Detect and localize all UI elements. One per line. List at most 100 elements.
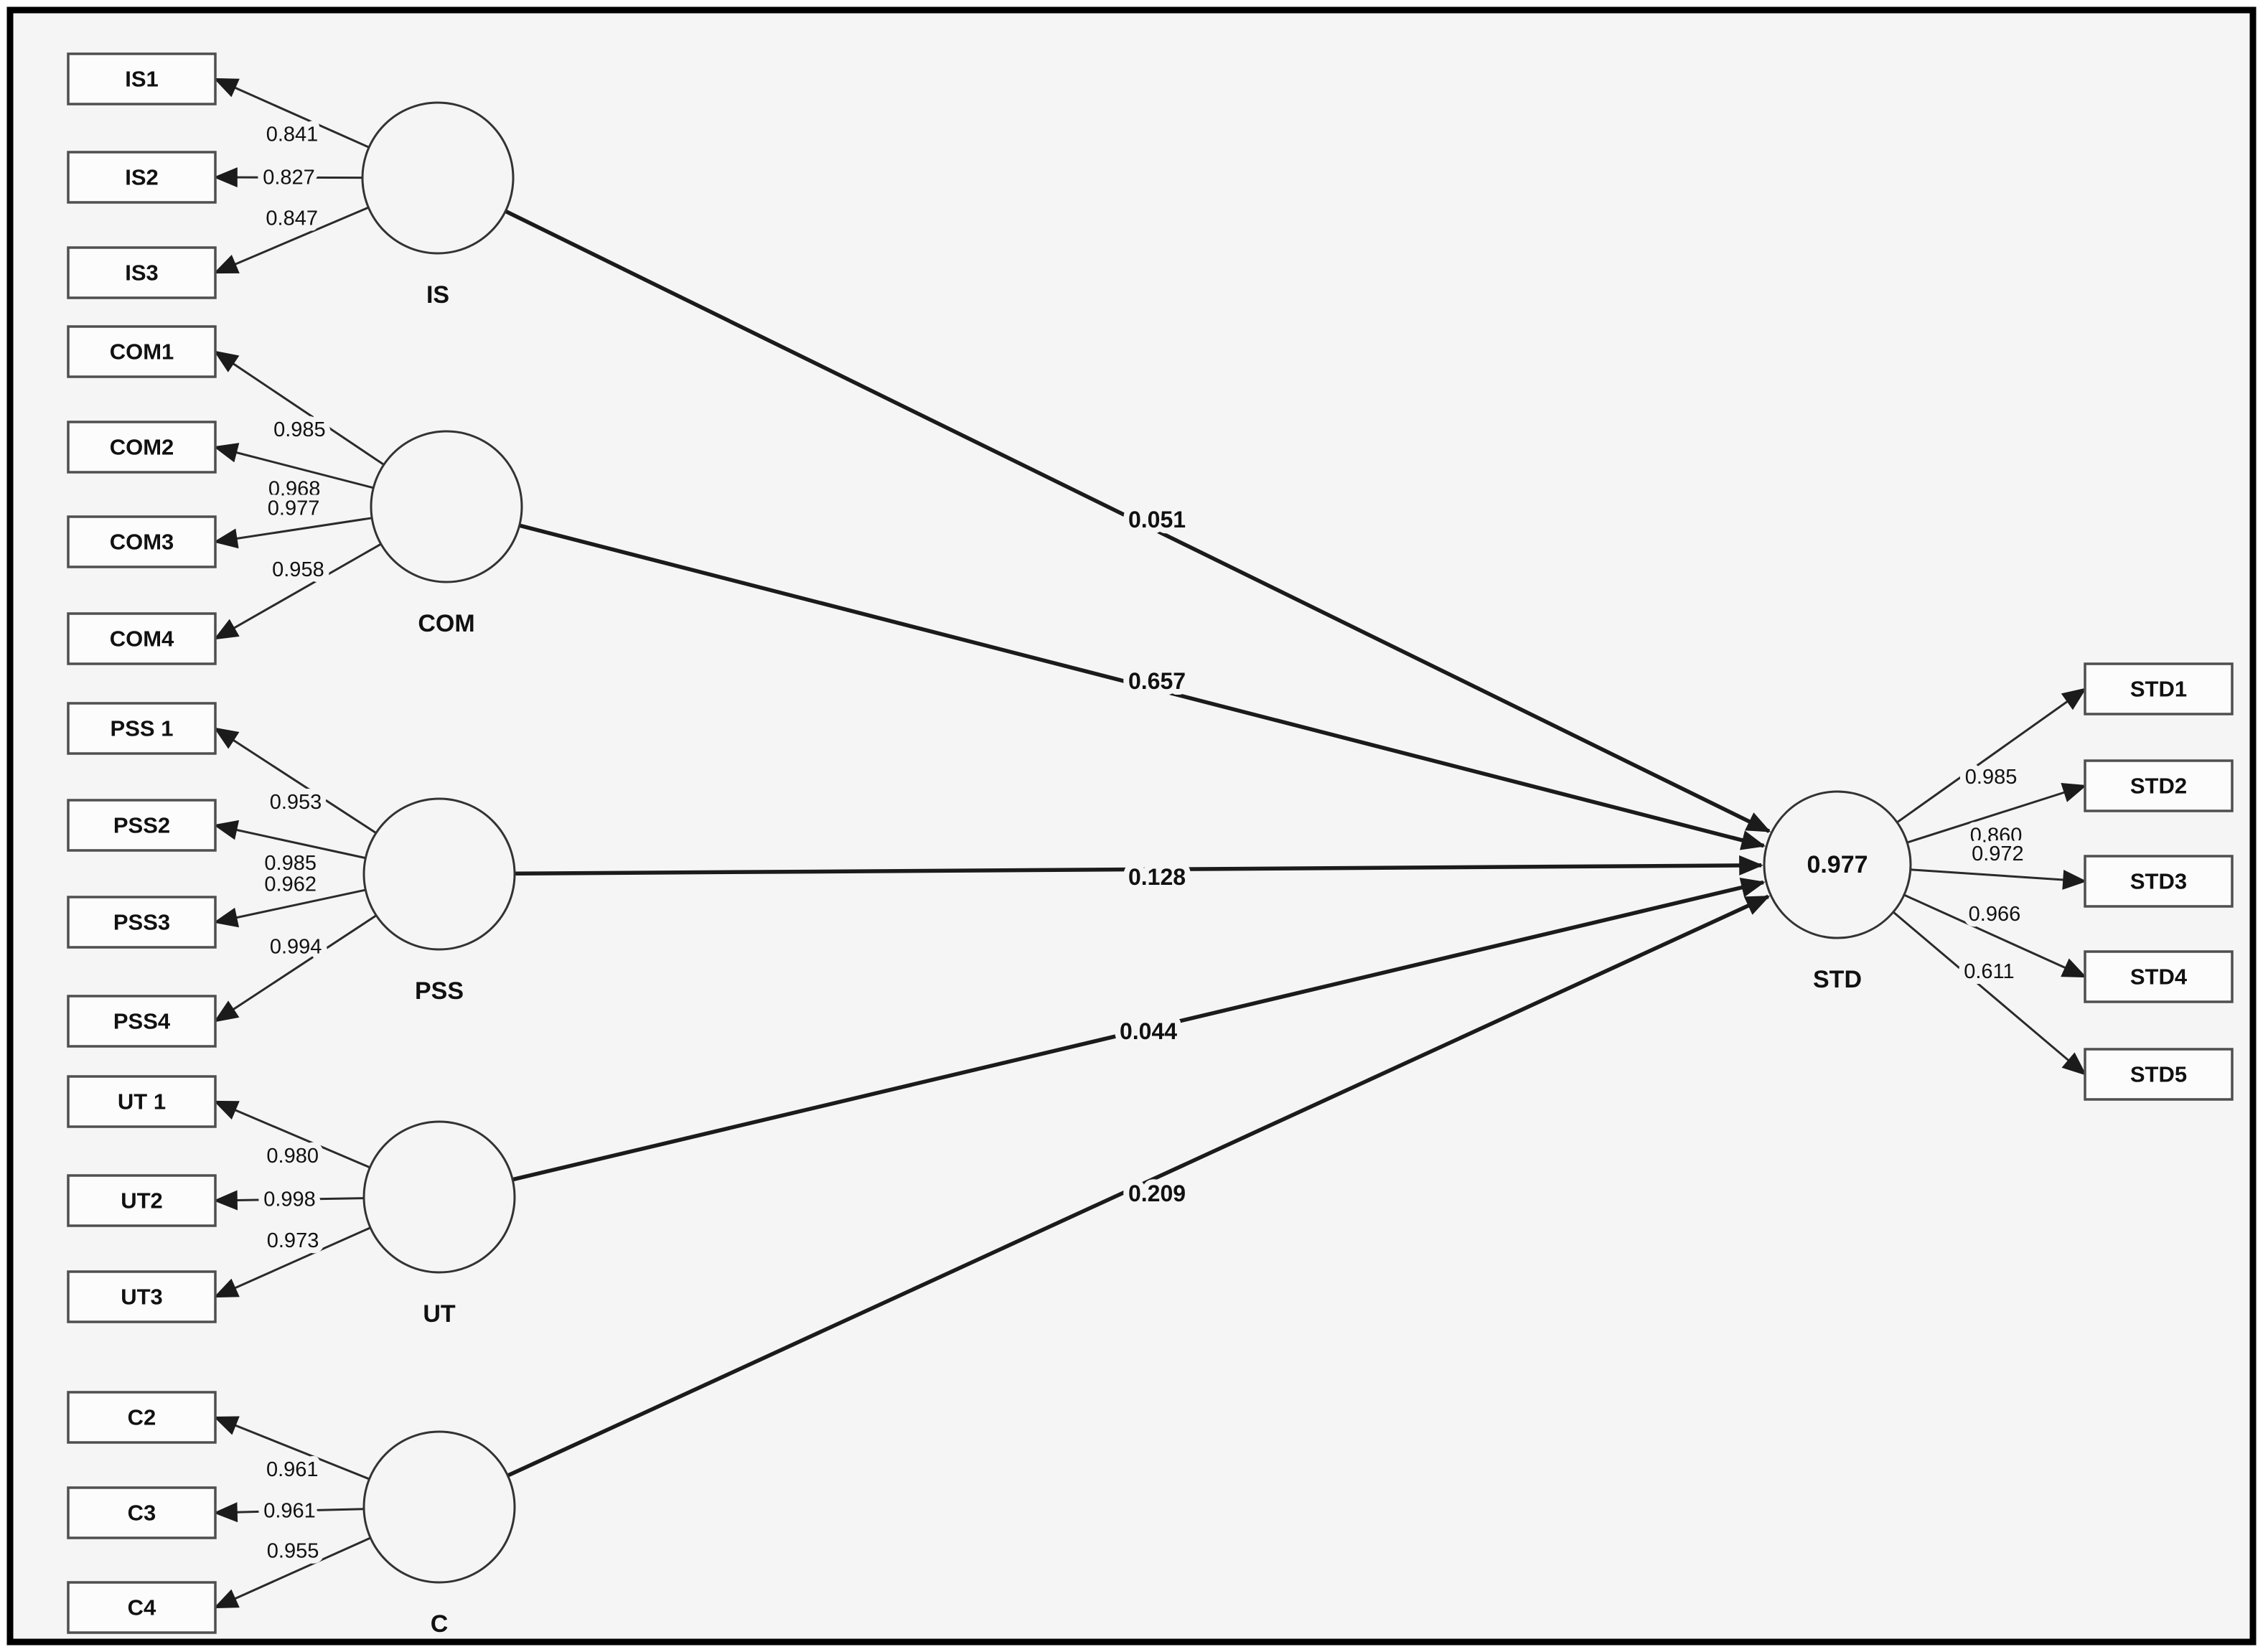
nodes-layer: [67, 52, 2234, 1634]
indicator-PSS4-label: PSS4: [113, 1009, 171, 1034]
indicator-C2-box: [67, 1391, 217, 1444]
loading-UT1: 0.980: [266, 1145, 319, 1168]
loading-STD3: 0.972: [1972, 843, 2024, 865]
coef-PSS-STD: 0.128: [1128, 864, 1186, 890]
indicator-STD4-box: [2084, 950, 2234, 1003]
path-PSS-STD: [514, 855, 1763, 876]
arrow-PSS-PSS4: [213, 914, 378, 1023]
indicator-UT1-box: [67, 1075, 217, 1128]
loading-STD5: 0.611: [1964, 960, 2014, 983]
indicator-COM1-box: [67, 325, 217, 378]
arrow-STD-STD5: [1892, 911, 2087, 1076]
arrow-COM-COM4: [213, 543, 382, 640]
loading-STD1: 0.985: [1965, 766, 2018, 789]
indicator-C2-label: C2: [128, 1405, 156, 1430]
arrow-COM-COM1: [213, 350, 385, 466]
indicator-C4-box: [67, 1581, 217, 1634]
indicator-UT2-label: UT2: [121, 1188, 163, 1214]
latent-PSS-circle: [362, 797, 516, 951]
indicator-STD3-label: STD3: [2130, 869, 2187, 894]
indicator-STD4-label: STD4: [2130, 965, 2188, 990]
indicator-COM2-box: [67, 421, 217, 474]
path-COM-STD: [518, 523, 1766, 850]
loading-IS2: 0.827: [263, 166, 315, 189]
indicator-IS1-label: IS1: [125, 67, 159, 92]
arrow-STD-STD3: [1910, 868, 2087, 890]
loading-PSS4: 0.994: [270, 935, 322, 958]
arrow-C-C4: [213, 1536, 371, 1609]
loading-COM4: 0.958: [272, 558, 324, 581]
arrow-C-C3: [213, 1502, 365, 1523]
arrow-COM-COM2: [213, 443, 374, 489]
arrow-COM-COM3: [213, 517, 373, 549]
arrow-PSS-PSS1: [213, 727, 377, 834]
arrow-PSS-PSS2: [213, 820, 366, 860]
loading-PSS1: 0.953: [270, 791, 322, 814]
latent-IS-circle: [361, 101, 515, 255]
path-C-STD: [507, 894, 1771, 1478]
arrow-IS-IS1: [213, 78, 370, 149]
indicator-IS1-box: [67, 52, 217, 105]
indicator-UT1-label: UT 1: [118, 1089, 166, 1114]
edges-layer: [213, 78, 2087, 1609]
indicator-COM3-label: COM3: [110, 530, 174, 555]
arrow-STD-STD1: [1896, 687, 2087, 824]
arrow-UT-UT2: [213, 1190, 365, 1211]
diagram-frame: [6, 6, 2257, 1646]
indicator-IS2-label: IS2: [125, 165, 159, 190]
indicator-IS3-label: IS3: [125, 261, 159, 286]
indicator-PSS4-box: [67, 995, 217, 1048]
loading-PSS2: 0.985: [264, 852, 317, 875]
indicator-PSS3-box: [67, 896, 217, 949]
indicator-PSS2-label: PSS2: [113, 813, 170, 838]
latent-PSS-label: PSS: [415, 977, 464, 1005]
path-UT-STD: [512, 878, 1766, 1182]
loading-UT2: 0.998: [263, 1188, 316, 1211]
arrow-STD-STD4: [1903, 893, 2087, 978]
loading-COM3: 0.977: [268, 497, 320, 520]
latent-IS-label: IS: [426, 281, 449, 309]
loading-STD2: 0.860: [1970, 825, 2023, 848]
indicator-PSS1-box: [67, 702, 217, 755]
coef-UT-STD: 0.044: [1120, 1018, 1177, 1044]
indicator-COM4-box: [67, 612, 217, 665]
indicator-STD1-label: STD1: [2130, 677, 2187, 702]
indicator-STD5-box: [2084, 1048, 2234, 1101]
path-IS-STD: [505, 209, 1771, 833]
loading-C4: 0.955: [267, 1539, 319, 1562]
loading-C3: 0.961: [263, 1499, 316, 1522]
indicator-UT3-label: UT3: [121, 1285, 163, 1310]
indicator-IS2-box: [67, 151, 217, 204]
loading-STD4: 0.966: [1969, 903, 2021, 926]
indicator-STD2-label: STD2: [2130, 774, 2187, 799]
arrow-UT-UT1: [213, 1100, 370, 1169]
loading-IS3: 0.847: [266, 207, 318, 230]
loading-UT3: 0.973: [267, 1229, 319, 1252]
arrow-PSS-PSS3: [213, 888, 366, 928]
std-r2-value: 0.977: [1807, 851, 1868, 878]
arrow-STD-STD2: [1906, 783, 2087, 844]
indicator-STD1-box: [2084, 662, 2234, 715]
indicator-COM2-label: COM2: [110, 435, 174, 460]
indicator-COM4-label: COM4: [110, 626, 174, 652]
latent-UT-label: UT: [423, 1300, 456, 1328]
arrow-IS-IS3: [213, 206, 369, 274]
latent-C-label: C: [431, 1610, 449, 1638]
latent-COM-label: COM: [418, 610, 474, 637]
indicator-COM1-label: COM1: [110, 339, 174, 365]
loading-C2: 0.961: [266, 1458, 319, 1481]
loading-COM1: 0.985: [273, 418, 326, 441]
coef-IS-STD: 0.051: [1128, 507, 1186, 532]
arrow-UT-UT3: [213, 1226, 371, 1298]
latent-STD-label: STD: [1813, 966, 1862, 993]
indicator-PSS2-box: [67, 799, 217, 852]
indicator-C3-box: [67, 1486, 217, 1539]
indicator-UT3-box: [67, 1270, 217, 1323]
coef-COM-STD: 0.657: [1128, 668, 1186, 694]
loading-PSS3: 0.962: [264, 873, 317, 896]
indicator-IS3-box: [67, 246, 217, 299]
loading-COM2: 0.968: [268, 477, 321, 500]
